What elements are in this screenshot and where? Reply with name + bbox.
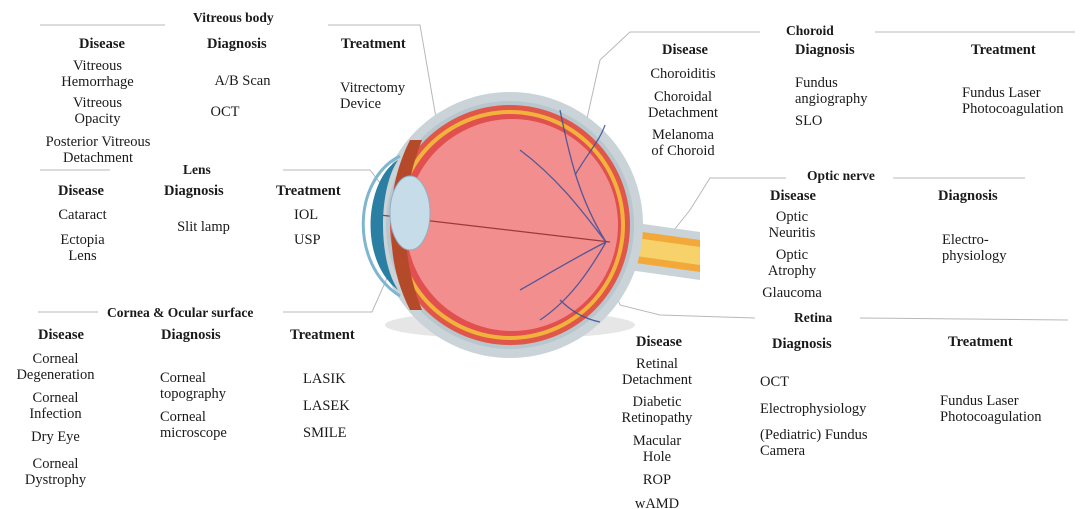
retina-diagnosis-header: Diagnosis — [772, 336, 832, 352]
vitreous-diagnosis-1: A/B Scan — [205, 73, 280, 89]
choroid-treatment-header: Treatment — [971, 42, 1036, 58]
choroid-disease-1: Choroiditis — [638, 66, 728, 82]
retina-disease-header: Disease — [636, 334, 682, 350]
optic-disease-header: Disease — [770, 188, 816, 204]
leader-retina-right — [860, 318, 1068, 320]
cornea-treatment-3: SMILE — [303, 425, 347, 441]
cornea-title: Cornea & Ocular surface — [107, 305, 253, 321]
vitreous-diagnosis-header: Diagnosis — [207, 36, 267, 52]
lens-treatment-2: USP — [294, 232, 321, 248]
lens-disease-1: Cataract — [45, 207, 120, 223]
leader-cornea — [283, 260, 395, 312]
choroid-title: Choroid — [786, 23, 834, 39]
optic-diagnosis-header: Diagnosis — [938, 188, 998, 204]
cornea-treatment-1: LASIK — [303, 371, 346, 387]
lens-disease-header: Disease — [58, 183, 104, 199]
retina-disease-5: wAMD — [612, 496, 702, 509]
cornea-treatment-2: LASEK — [303, 398, 350, 414]
optic-disease-3: Glaucoma — [752, 285, 832, 301]
optic-diagnosis-1: Electro-physiology — [942, 232, 1006, 264]
retina-disease-4: ROP — [612, 472, 702, 488]
cornea-diagnosis-header: Diagnosis — [161, 327, 221, 343]
vitreous-title: Vitreous body — [193, 10, 274, 26]
cornea-disease-header: Disease — [38, 327, 84, 343]
lens-treatment-header: Treatment — [276, 183, 341, 199]
choroid-diagnosis-2: SLO — [795, 113, 822, 129]
retina-diagnosis-1: OCT — [760, 374, 789, 390]
cornea-treatment-header: Treatment — [290, 327, 355, 343]
retina-title: Retina — [794, 310, 832, 326]
choroid-diagnosis-header: Diagnosis — [795, 42, 855, 58]
lens-diagnosis-header: Diagnosis — [164, 183, 224, 199]
lens-treatment-1: IOL — [294, 207, 318, 223]
choroid-disease-header: Disease — [662, 42, 708, 58]
vitreous-diagnosis-2: OCT — [205, 104, 245, 120]
retina-diagnosis-2: Electrophysiology — [760, 401, 866, 417]
cornea-disease-3: Dry Eye — [8, 429, 103, 445]
vitreous-disease-header: Disease — [79, 36, 125, 52]
retina-treatment-header: Treatment — [948, 334, 1013, 350]
lens-title: Lens — [183, 162, 211, 178]
lens-diagnosis-1: Slit lamp — [166, 219, 241, 235]
optic-title: Optic nerve — [807, 168, 875, 184]
vitreous-treatment-header: Treatment — [341, 36, 406, 52]
